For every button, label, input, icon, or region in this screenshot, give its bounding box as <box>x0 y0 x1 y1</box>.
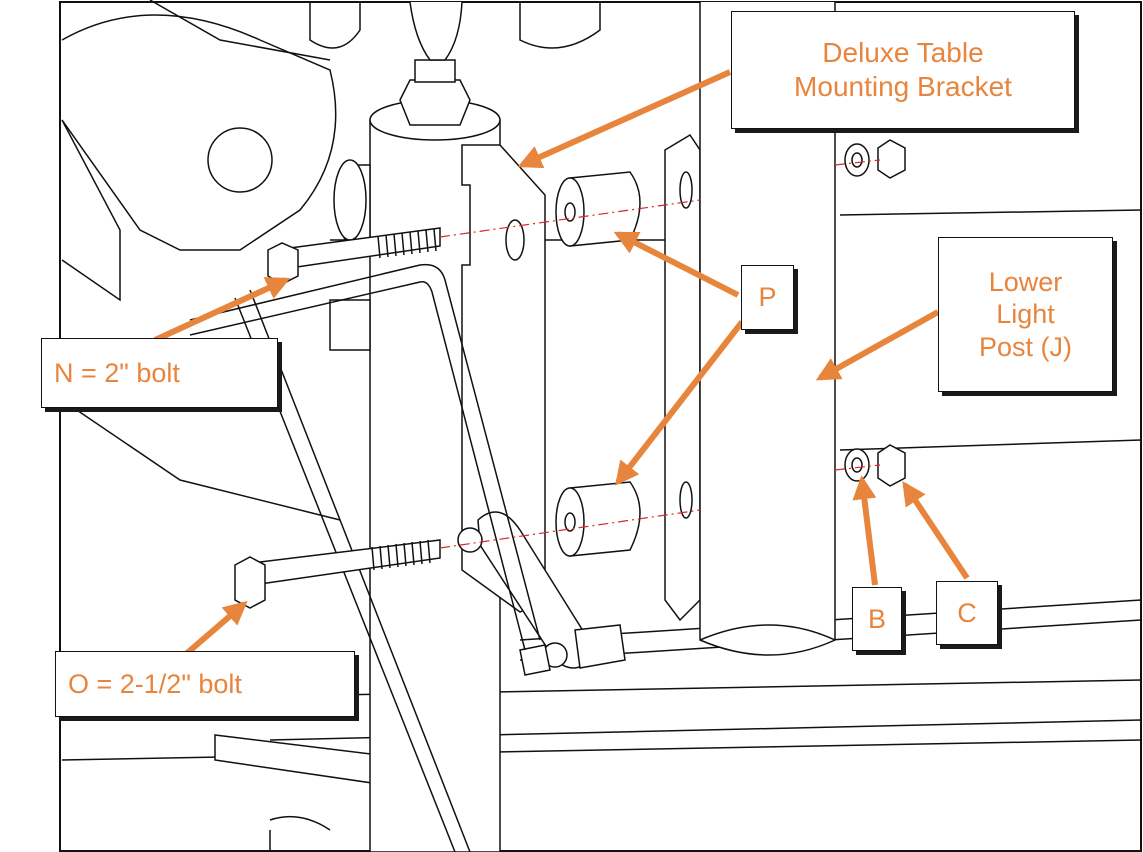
label-bolt-o-text: O = 2-1/2" bolt <box>68 668 242 699</box>
washer-top <box>844 139 906 179</box>
arrow-spacer-top <box>613 231 740 298</box>
label-spacer-text: P <box>758 282 777 313</box>
spacer-top <box>555 171 641 247</box>
label-bolt-n-text: N = 2" bolt <box>54 357 180 388</box>
arrow-spacer-bottom <box>615 320 745 486</box>
linkage-arm <box>457 511 626 676</box>
bolt-o <box>234 539 441 609</box>
mounting-bracket <box>461 144 546 613</box>
label-lower-light-post: Lower Light Post (J) <box>938 237 1113 392</box>
bolt-n <box>267 227 441 285</box>
label-nut: C <box>936 581 998 645</box>
label-nut-text: C <box>957 597 977 628</box>
spacer-bottom <box>555 481 641 557</box>
label-washer: B <box>852 587 902 651</box>
label-washer-text: B <box>867 603 886 634</box>
label-bracket-text: Deluxe Table Mounting Bracket <box>794 37 1012 102</box>
arrow-bolt-n <box>153 277 291 343</box>
rear-plate <box>664 133 701 622</box>
arrow-nut <box>902 481 970 580</box>
label-deluxe-table-mounting-bracket: Deluxe Table Mounting Bracket <box>731 11 1075 129</box>
label-bolt-n: N = 2" bolt <box>41 338 278 408</box>
arrow-washer <box>852 475 878 586</box>
label-spacer: P <box>741 265 794 330</box>
label-post-text: Lower Light Post (J) <box>978 266 1072 362</box>
label-bolt-o: O = 2-1/2" bolt <box>55 651 355 717</box>
arrow-post <box>815 309 940 381</box>
arrow-bracket <box>517 69 732 169</box>
alignment-lines <box>439 159 881 549</box>
